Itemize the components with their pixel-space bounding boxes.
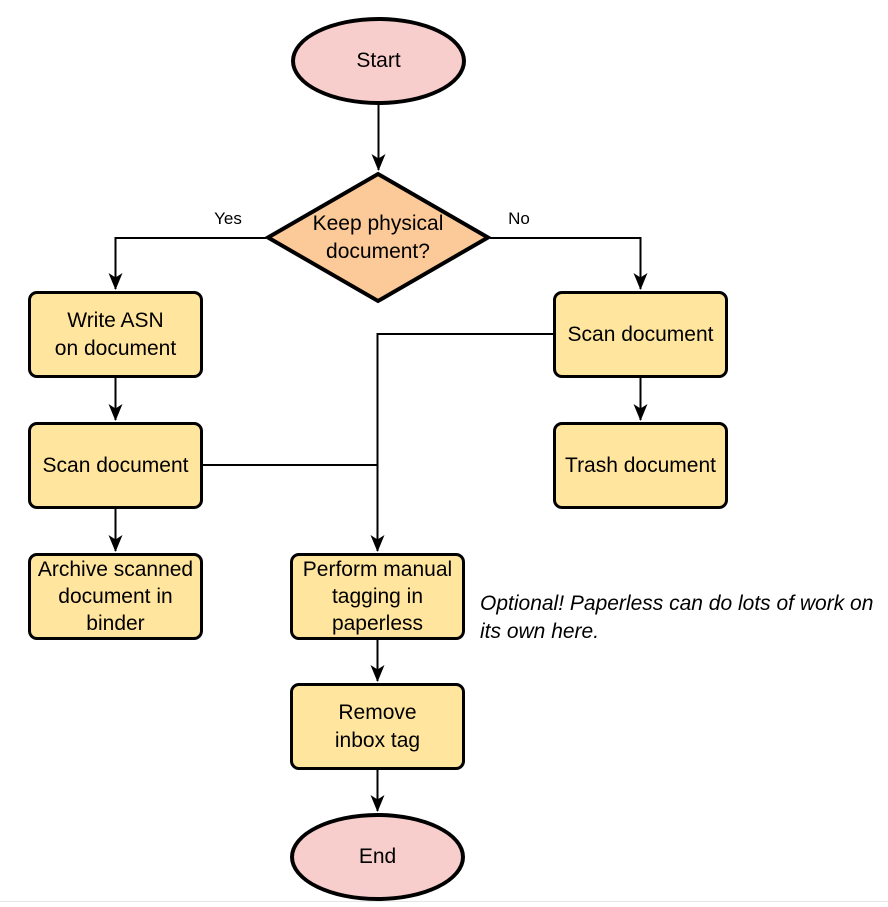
node-trash-document-label: Trash document (565, 453, 716, 477)
node-scan-document-left-label: Scan document (42, 453, 189, 477)
node-remove-inbox-tag: Remove inbox tag (290, 683, 465, 770)
node-scan-document-right-label: Scan document (567, 322, 714, 346)
node-decision-label: Keep physical document? (312, 212, 444, 263)
node-end-label: End (358, 845, 397, 869)
node-end: End (290, 813, 465, 901)
node-manual-tagging-label: Perform manual tagging in paperless (302, 557, 453, 636)
node-trash-document: Trash document (553, 422, 728, 509)
node-scan-document-left: Scan document (28, 422, 203, 509)
node-manual-tagging: Perform manual tagging in paperless (290, 553, 465, 640)
edge-label-yes: Yes (214, 209, 242, 228)
edge-label-no: No (508, 209, 530, 228)
node-decision: Keep physical document? (266, 172, 490, 303)
node-archive-binder-label: Archive scanned document in binder (37, 557, 194, 636)
edge-decision-yes-to-write-asn (108, 237, 266, 290)
node-remove-inbox-tag-label: Remove inbox tag (334, 701, 421, 752)
note-optional: Optional! Paperless can do lots of work … (480, 592, 874, 643)
edge-scan-right-to-tagging (370, 333, 553, 552)
node-start: Start (291, 17, 466, 105)
decision-diamond-shape (263, 171, 493, 304)
node-write-asn: Write ASN on document (28, 291, 203, 378)
node-archive-binder: Archive scanned document in binder (28, 553, 203, 640)
node-scan-document-right: Scan document (553, 291, 728, 378)
edge-decision-no-to-scan-right (490, 237, 648, 290)
page-bottom-divider (0, 901, 888, 902)
node-write-asn-label: Write ASN on document (54, 309, 177, 360)
node-start-label: Start (356, 49, 401, 73)
